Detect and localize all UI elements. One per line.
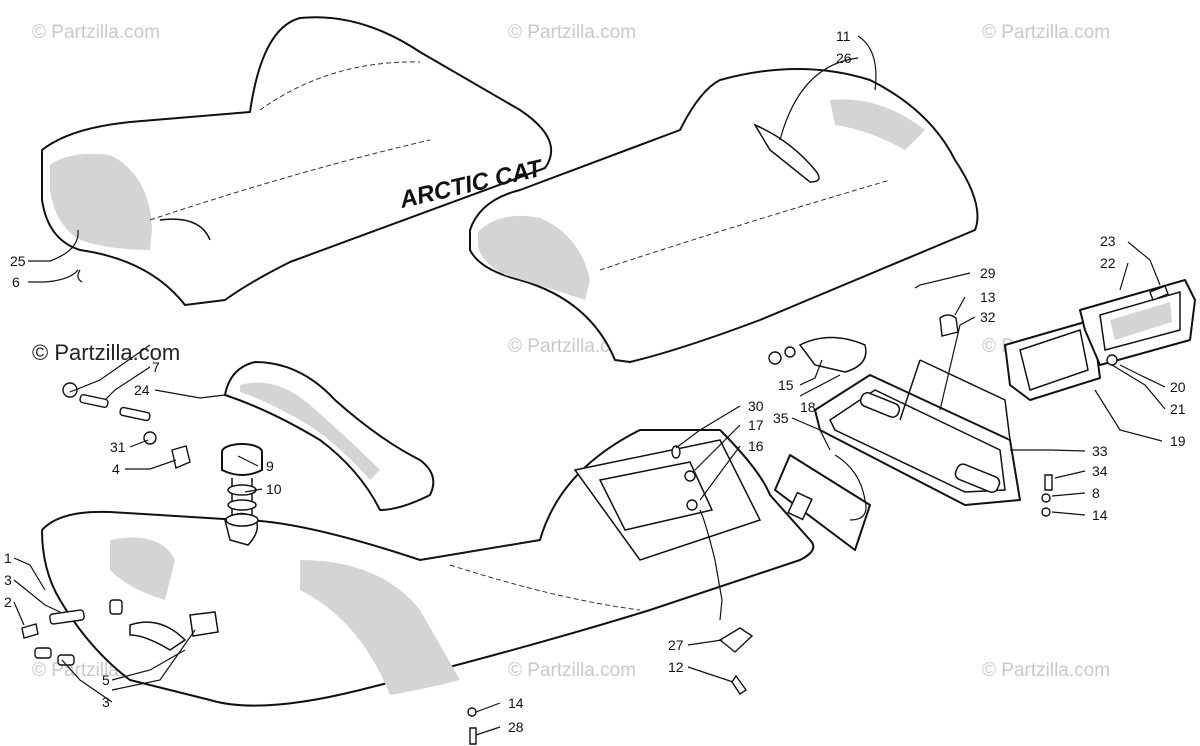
callout-labels: 25 6 11 26 29 13 32 23 22 20 21 19 15 18… [4, 28, 1186, 735]
backrest [224, 361, 435, 511]
callout-24: 24 [134, 382, 150, 398]
callout-18: 18 [800, 399, 816, 415]
callout-11: 11 [836, 28, 851, 44]
callout-34: 34 [1092, 463, 1108, 479]
callout-4: 4 [112, 461, 120, 477]
callout-22: 22 [1100, 255, 1116, 271]
watermark: © Partzilla.com [32, 22, 160, 43]
callout-28: 28 [508, 719, 524, 735]
callout-23: 23 [1100, 233, 1116, 249]
callout-29: 29 [980, 265, 996, 281]
callout-9: 9 [266, 458, 274, 474]
callout-35: 35 [773, 410, 789, 426]
plate-bracket [774, 454, 871, 551]
callout-27: 27 [668, 637, 684, 653]
watermark: © Partzilla.com [982, 22, 1110, 43]
callout-7: 7 [152, 359, 160, 375]
seat-left: ARCTIC CAT [41, 16, 553, 306]
callout-13: 13 [980, 289, 996, 305]
watermark: © Partzilla.com [508, 336, 636, 357]
callout-16: 16 [748, 438, 764, 454]
rear-rack [798, 336, 1021, 506]
callout-8: 8 [1092, 485, 1100, 501]
hardware [21, 269, 1169, 745]
watermark-group: © Partzilla.com © Partzilla.com © Partzi… [32, 22, 1110, 681]
callout-15: 15 [778, 377, 794, 393]
callout-31: 31 [110, 439, 126, 455]
watermark: © Partzilla.com [982, 660, 1110, 681]
callout-3: 3 [102, 694, 110, 710]
callout-25: 25 [10, 253, 26, 269]
seat-base [41, 429, 815, 707]
callout-19: 19 [1170, 433, 1186, 449]
watermark-main: © Partzilla.com [32, 340, 180, 365]
seat-right [469, 68, 979, 363]
taillight [1004, 279, 1196, 401]
callout-21: 21 [1170, 401, 1186, 417]
callout-30: 30 [748, 398, 764, 414]
callout-1: 1 [4, 550, 12, 566]
callout-12: 12 [668, 659, 684, 675]
watermark: © Partzilla.com [508, 660, 636, 681]
callout-14: 14 [508, 695, 524, 711]
callout-33: 33 [1092, 443, 1108, 459]
fuel-cap [221, 443, 263, 527]
callout-14: 14 [1092, 507, 1108, 523]
callout-2: 2 [4, 594, 12, 610]
callout-32: 32 [980, 309, 996, 325]
callout-10: 10 [266, 481, 282, 497]
leader-lines [13, 35, 1166, 736]
callout-26: 26 [836, 50, 852, 66]
callout-6: 6 [12, 274, 20, 290]
watermark: © Partzilla.com [508, 22, 636, 43]
callout-17: 17 [748, 417, 764, 433]
callout-5: 5 [102, 672, 110, 688]
callout-20: 20 [1170, 379, 1186, 395]
callout-3: 3 [4, 572, 12, 588]
